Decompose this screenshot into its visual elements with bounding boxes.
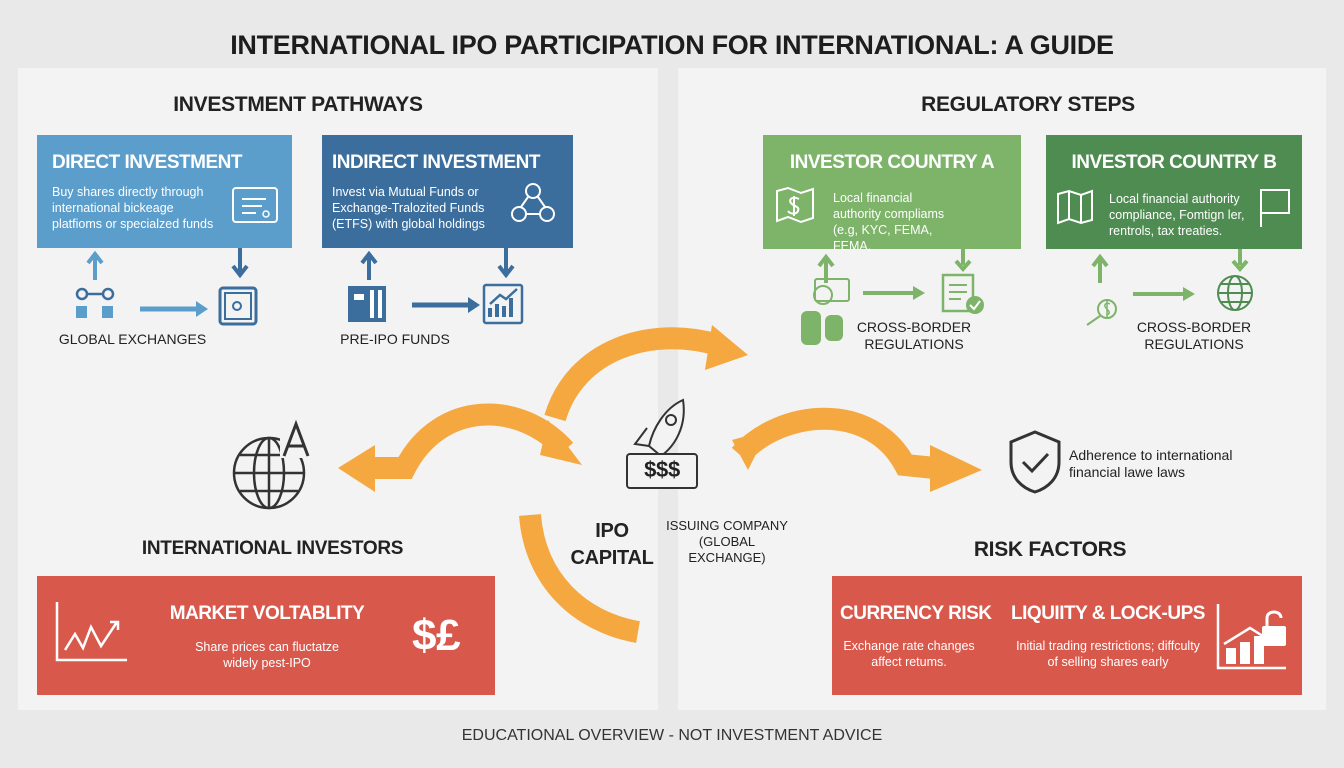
money-label: $$$: [644, 457, 680, 482]
direct-title: DIRECT INVESTMENT: [52, 152, 242, 173]
volatility-title: MARKET VOLTABLITY: [169, 603, 365, 624]
country-a-card: INVESTOR COUNTRY A Local financial autho…: [763, 135, 1021, 253]
fund-document-icon: [348, 286, 386, 322]
globe-icon: [1217, 275, 1253, 311]
growth-chart-icon: [482, 283, 524, 325]
vault-icon: [218, 286, 258, 326]
regulatory-flow-a: [801, 249, 984, 345]
ipo-capital-label: IPO CAPITAL: [570, 520, 654, 569]
down-arrow-icon: [1231, 249, 1249, 273]
global-exchanges-label: GLOBAL EXCHANGES: [58, 331, 207, 347]
down-arrow-icon: [954, 249, 972, 273]
footer-disclaimer: EDUCATIONAL OVERVIEW - NOT INVESTMENT AD…: [461, 727, 883, 744]
currency-risk-desc: Exchange rate changes affect retums.: [843, 639, 975, 669]
globe-card-icon: [813, 278, 850, 305]
indirect-investment-card: INDIRECT INVESTMENT Invest via Mutual Fu…: [322, 135, 573, 248]
coins-icon: [801, 311, 843, 345]
globe-language-icon: [232, 419, 314, 510]
pre-ipo-funds-label: PRE-IPO FUNDS: [340, 331, 450, 347]
risk-factors-heading: RISK FACTORS: [973, 538, 1127, 561]
regulatory-heading: REGULATORY STEPS: [921, 93, 1135, 116]
money-map-icon: [776, 186, 814, 224]
direct-desc: Buy shares directly through internationa…: [52, 185, 214, 231]
issuing-company-label: ISSUING COMPANY (GLOBAL EXCHANGE): [666, 518, 788, 565]
exchange-network-icon: [75, 287, 115, 318]
international-investors-heading: INTERNATIONAL INVESTORS: [141, 538, 404, 559]
liquidity-title: LIQUIITY & LOCK-UPS: [1011, 603, 1205, 624]
page-title: INTERNATIONAL IPO PARTICIPATION FOR INTE…: [230, 30, 1114, 60]
volatility-chart-icon: [55, 602, 127, 662]
rocket-icon: [626, 398, 698, 489]
arrow-capital-return: [519, 513, 641, 643]
currency-symbols-icon: $£: [412, 611, 461, 660]
country-b-card: INVESTOR COUNTRY B Local financial autho…: [1046, 135, 1302, 249]
up-arrow-icon: [1091, 253, 1109, 283]
currency-risk-title: CURRENCY RISK: [840, 603, 992, 624]
letter-a-icon: [282, 419, 310, 457]
volatility-desc: Share prices can fluctatze widely pest-I…: [195, 640, 339, 670]
arrow-to-investors: [370, 403, 574, 479]
country-b-title: INVESTOR COUNTRY B: [1071, 152, 1277, 173]
indirect-desc: Invest via Mutual Funds or Exchange-Tral…: [332, 185, 485, 231]
cross-border-b-label: CROSS-BORDER REGULATIONS: [1136, 319, 1252, 352]
map-icon: [1057, 189, 1093, 225]
direct-investment-card: DIRECT INVESTMENT Buy shares directly th…: [37, 135, 292, 248]
liquidity-desc: Initial trading restrictions; diffculty …: [1016, 639, 1200, 669]
flag-icon: [1260, 189, 1290, 227]
country-a-desc: Local financial authority compliams (e.g…: [833, 191, 945, 253]
shield-check-icon: [1009, 430, 1061, 494]
chart-lock-icon: [1216, 604, 1286, 670]
regulatory-flow-b: [1086, 249, 1253, 326]
right-arrow-icon: [913, 286, 925, 300]
arrow-to-compliance: [731, 407, 937, 479]
country-b-desc: Local financial authority compliance, Fo…: [1109, 192, 1245, 238]
country-a-title: INVESTOR COUNTRY A: [789, 152, 995, 173]
market-volatility-card: MARKET VOLTABLITY Share prices can fluct…: [37, 576, 495, 695]
right-arrow-icon: [1183, 287, 1195, 301]
pathway-flow-indirect: [348, 248, 524, 325]
network-icon: [511, 183, 555, 222]
indirect-title: INDIRECT INVESTMENT: [332, 152, 540, 173]
pathways-heading: INVESTMENT PATHWAYS: [173, 93, 423, 116]
document-check-icon: [941, 273, 984, 314]
down-arrow-icon: [231, 248, 249, 279]
adherence-text: Adherence to international financial law…: [1069, 447, 1233, 480]
cross-border-a-label: CROSS-BORDER REGULATIONS: [856, 319, 972, 352]
pathway-flow-direct: [75, 248, 258, 326]
up-arrow-icon: [360, 250, 378, 280]
money-magnifier-icon: [1086, 299, 1117, 326]
arrow-to-regulatory: [544, 327, 722, 422]
down-arrow-icon: [497, 248, 515, 279]
certificate-icon: [232, 187, 278, 223]
up-arrow-icon: [86, 250, 104, 280]
risk-factors-card: CURRENCY RISK Exchange rate changes affe…: [832, 576, 1302, 695]
